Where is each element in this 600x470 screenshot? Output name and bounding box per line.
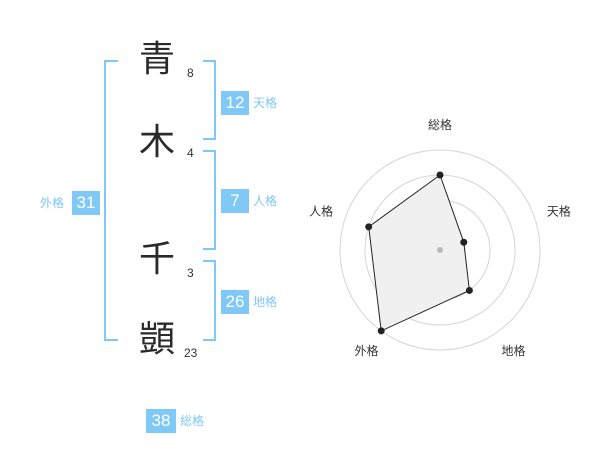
- radar-point-2: [460, 238, 468, 246]
- radar-points: [365, 171, 473, 335]
- stroke-count-2: 4: [187, 146, 194, 160]
- stroke-count-1: 8: [187, 66, 194, 80]
- name-char-2: 木: [138, 122, 175, 163]
- tenkaku-value: 12: [221, 91, 249, 115]
- name-char-1: 青: [138, 39, 175, 80]
- jinkaku-label: 人格: [253, 194, 278, 208]
- gaikaku-label: 外格: [40, 196, 65, 210]
- radar-axis-label-1: 総格: [428, 117, 452, 132]
- gaikaku-bracket: [104, 60, 118, 341]
- jinkaku-bracket: [203, 150, 216, 250]
- radar-axis-label-5: 人格: [309, 203, 333, 218]
- radar-axis-label-2: 天格: [547, 203, 571, 218]
- tenkaku-label: 天格: [253, 96, 278, 110]
- chikaku-value: 26: [221, 290, 249, 314]
- radar-axis-label-3: 地格: [501, 343, 525, 358]
- soukaku-value: 38: [146, 409, 176, 433]
- radar-polygon: [368, 174, 470, 332]
- soukaku-label: 総格: [180, 414, 205, 428]
- name-char-3: 千: [138, 239, 175, 280]
- gaikaku-value: 31: [72, 191, 100, 215]
- chikaku-bracket: [203, 260, 216, 341]
- radar-point-5: [365, 223, 373, 231]
- radar-center-dot: [437, 247, 443, 253]
- jinkaku-value: 7: [221, 189, 249, 213]
- stroke-count-4: 23: [184, 346, 198, 360]
- radar-ring-4: [339, 149, 541, 351]
- radar-point-3: [465, 286, 473, 294]
- name-char-4: 顗: [138, 319, 175, 360]
- radar-point-1: [436, 171, 444, 179]
- stroke-count-3: 3: [187, 266, 194, 280]
- chikaku-label: 地格: [253, 295, 278, 309]
- radar-axis-label-4: 外格: [355, 343, 379, 358]
- tenkaku-bracket: [203, 60, 216, 140]
- radar-point-4: [377, 327, 385, 335]
